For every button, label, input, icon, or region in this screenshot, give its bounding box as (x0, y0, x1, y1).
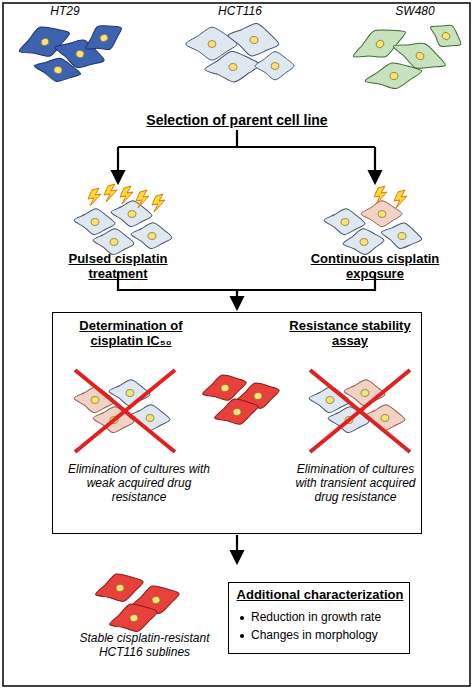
cell-nucleus (151, 596, 161, 605)
cell-body (255, 52, 294, 80)
bullet-dot (240, 634, 244, 638)
cell-drawing (425, 17, 467, 55)
flow-line (118, 146, 375, 148)
cell-body (32, 54, 83, 85)
cell-nucleus (389, 72, 398, 80)
result-caption: Stable cisplatin-resistant HCT116 sublin… (72, 632, 217, 660)
cell-nucleus (381, 414, 390, 422)
cell-nucleus (126, 389, 135, 397)
elimination-cross (75, 370, 175, 452)
elimination-cross (310, 370, 410, 452)
lightning-symbol (136, 190, 149, 208)
cell-drawing (14, 18, 75, 65)
cell-drawing (130, 221, 173, 250)
cell-nucleus (229, 63, 238, 71)
cell-body (363, 58, 424, 93)
cell-drawing (255, 52, 294, 80)
cell-nucleus (341, 218, 350, 226)
lightning-symbol (394, 190, 407, 208)
cell-drawing (110, 199, 153, 228)
box-note: Elimination of cultures with weak acquir… (59, 463, 219, 504)
cell-body (211, 394, 261, 431)
bullet-item: Reduction in growth rate (239, 611, 409, 625)
cell-body (79, 17, 127, 60)
cell-body (14, 18, 75, 65)
cell-drawing (32, 54, 83, 85)
elimination-cross (75, 370, 175, 452)
elimination-cross (310, 370, 410, 452)
cell-nucleus (253, 392, 263, 401)
cell-line-label: HCT116 (195, 5, 285, 19)
cell-nucleus (110, 238, 119, 246)
cell-art (14, 17, 467, 638)
cell-nucleus (99, 33, 109, 43)
cell-line-label: SW480 (370, 5, 460, 19)
cell-drawing (211, 394, 261, 431)
cell-drawing (363, 58, 424, 93)
box-heading: Resistance stability assay (285, 319, 415, 349)
cell-nucleus (415, 51, 425, 60)
cell-nucleus (326, 396, 335, 404)
cell-nucleus (146, 414, 155, 422)
cell-body (425, 17, 467, 55)
cell-nucleus (115, 584, 125, 593)
cell-drawing (347, 19, 411, 69)
cell-nucleus (75, 50, 85, 59)
cell-line-label: HT29 (20, 5, 110, 19)
cell-body (347, 19, 411, 69)
cell-nucleus (249, 36, 258, 44)
flow-arrow (236, 290, 238, 308)
cell-nucleus (361, 389, 370, 397)
cell-nucleus (378, 211, 386, 218)
cell-nucleus (40, 37, 50, 46)
selection-box: Determination of cisplatin IC₅₀ Resistanc… (52, 312, 422, 534)
lightning-symbol (88, 188, 101, 206)
step-heading: Continuous cisplatin exposure (290, 252, 460, 282)
cell-body (110, 199, 153, 228)
cell-nucleus (441, 31, 451, 41)
cell-nucleus (397, 232, 406, 240)
lightning-symbol (374, 186, 387, 204)
cell-body (203, 49, 261, 84)
bullet-item: Changes in morphology (239, 629, 409, 643)
characterization-box: Additional characterizationReduction in … (228, 582, 410, 654)
flow-arrow (117, 147, 119, 182)
cell-drawing (203, 49, 261, 84)
lightning-symbol (152, 194, 165, 212)
flow-line (118, 272, 375, 290)
cell-nucleus (91, 396, 100, 404)
cell-body (379, 219, 424, 252)
cell-nucleus (208, 41, 216, 48)
cell-drawing (79, 17, 127, 60)
step-heading: Pulsed cisplatin treatment (43, 252, 193, 282)
step-heading: Selection of parent cell line (120, 112, 354, 128)
flow-arrow (236, 535, 238, 562)
cell-nucleus (91, 218, 100, 226)
cell-body (361, 201, 402, 227)
box-heading: Additional characterization (229, 588, 411, 603)
box-heading: Determination of cisplatin IC₅₀ (61, 319, 201, 349)
cell-nucleus (360, 238, 369, 246)
cell-nucleus (375, 39, 385, 49)
cell-nucleus (271, 63, 279, 70)
cell-drawing (361, 201, 402, 227)
flow-arrow (374, 147, 376, 182)
bullet-dot (240, 616, 244, 620)
cell-body (130, 221, 173, 250)
cell-nucleus (220, 384, 230, 393)
cell-nucleus (129, 614, 139, 623)
cell-nucleus (53, 66, 62, 74)
lightning-symbol (104, 184, 117, 202)
cell-nucleus (128, 210, 137, 218)
flow-line (236, 130, 238, 147)
cell-nucleus (148, 232, 157, 240)
lightning-symbol (120, 186, 133, 204)
cell-nucleus (232, 408, 242, 417)
figure-frame (3, 3, 470, 686)
cell-drawing (379, 219, 424, 252)
box-note: Elimination of cultures with transient a… (293, 463, 418, 504)
